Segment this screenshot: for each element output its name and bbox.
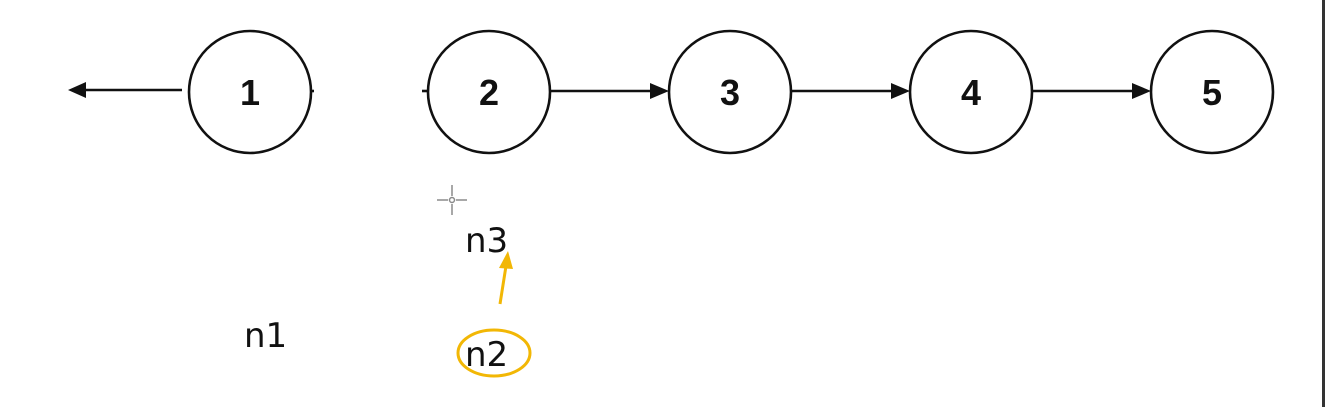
node-4-label: 4: [961, 72, 981, 113]
crosshair-cursor-icon: [437, 185, 467, 215]
pointer-n3-label: n3: [465, 221, 508, 261]
node-2-label: 2: [479, 72, 499, 113]
node-3: 3: [667, 29, 793, 155]
pointer-n1-label: n1: [244, 316, 287, 356]
node-5-circle: [1149, 29, 1275, 155]
edge-1-reversed-arrowhead: [68, 82, 86, 98]
n2-to-n3-annotation-arrow: [498, 265, 508, 305]
node-5: 5: [1149, 29, 1275, 155]
edge-3-4-arrowhead: [891, 83, 910, 99]
n2-highlight-ellipse: [456, 328, 532, 378]
right-edge-strip: [1322, 0, 1325, 407]
edge-2-3-arrowhead: [650, 83, 669, 99]
edge-4-5-arrowhead: [1132, 83, 1151, 99]
n2-to-n3-annotation-arrowhead: [499, 251, 513, 269]
node-1-label: 1: [240, 72, 260, 113]
node-1: 1: [187, 29, 313, 155]
pointer-n2-label: n2: [465, 335, 508, 375]
node-5-label: 5: [1202, 72, 1222, 113]
node-4: 4: [908, 29, 1034, 155]
node-3-label: 3: [720, 72, 740, 113]
node-2: 2: [426, 29, 552, 155]
